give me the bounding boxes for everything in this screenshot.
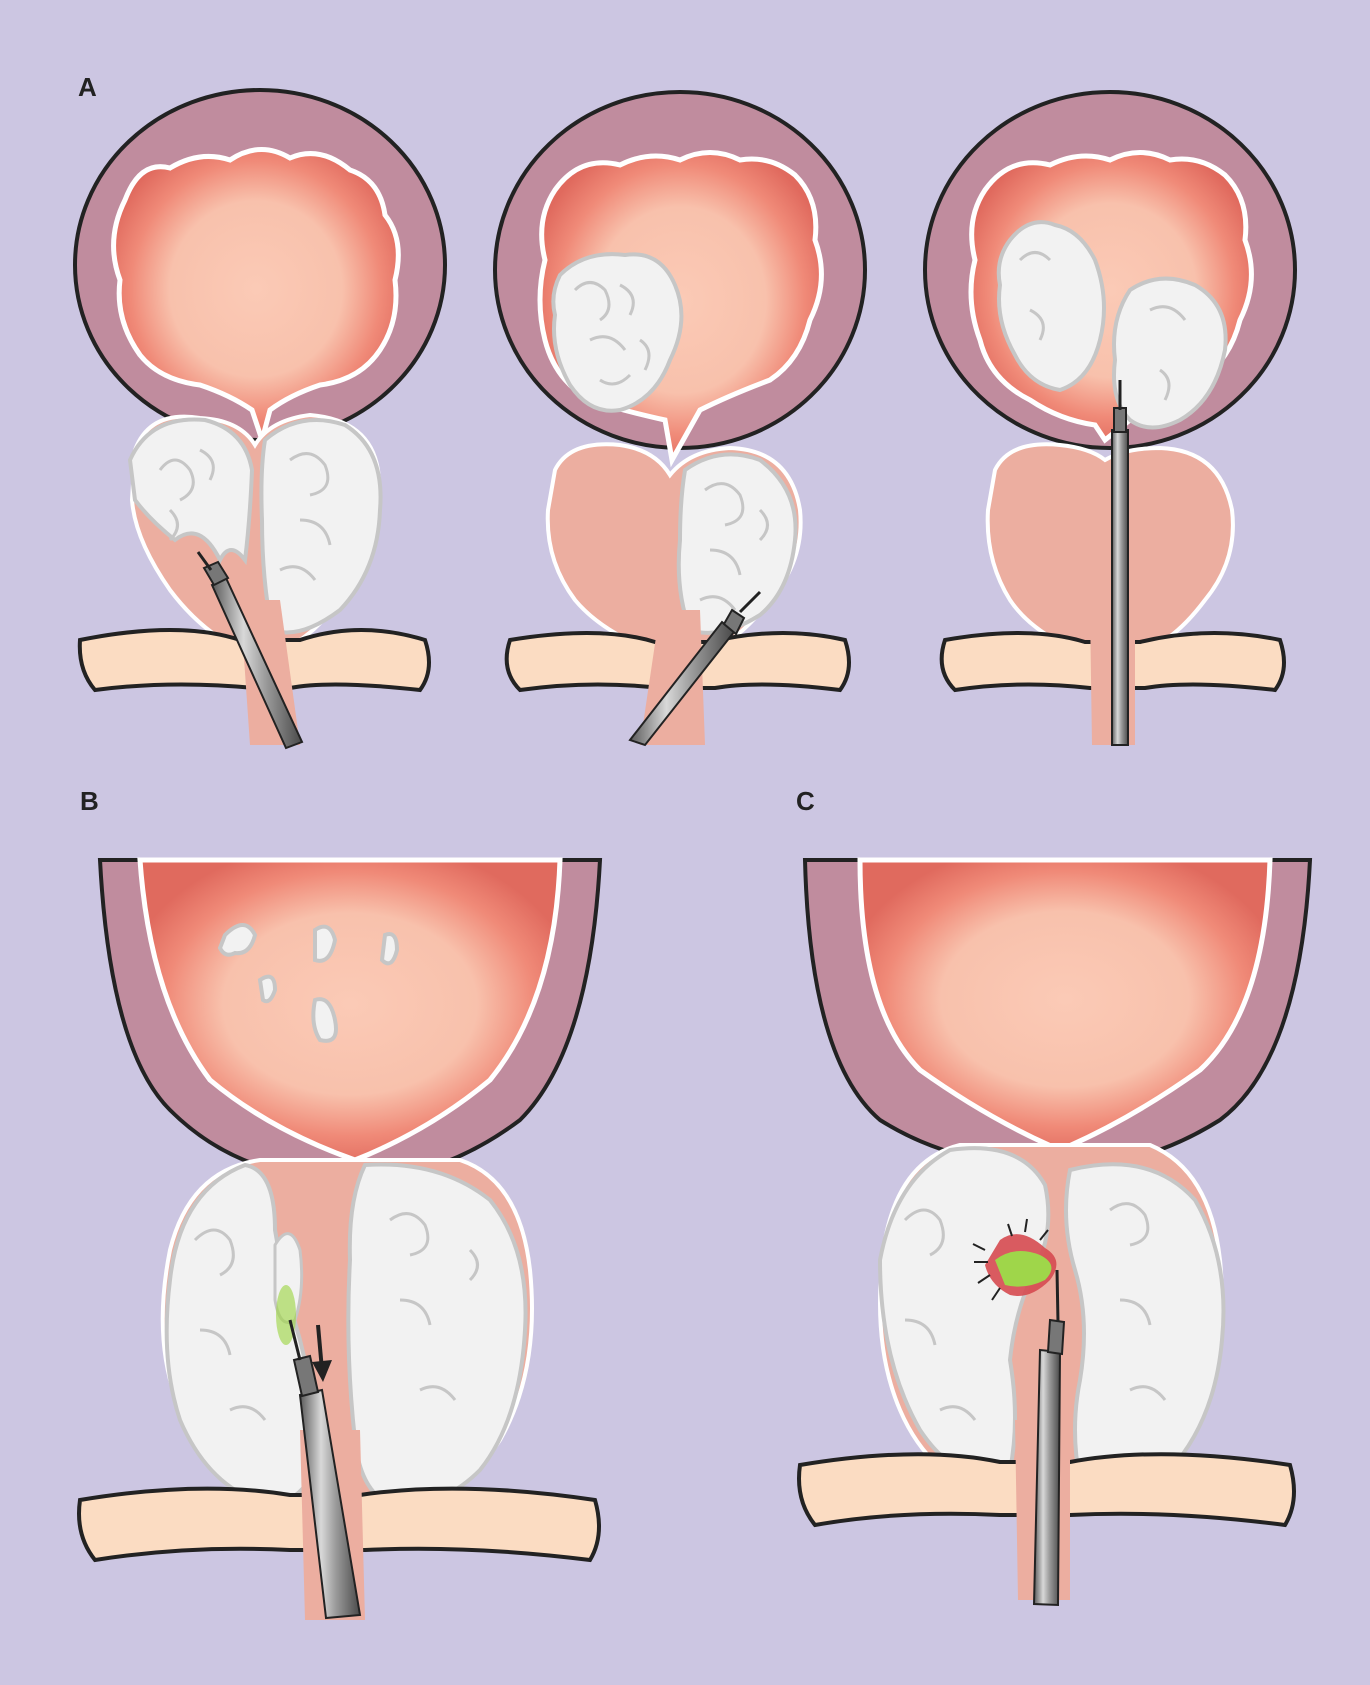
panel-a3-prostate	[985, 442, 1235, 652]
panel-c-bladder	[802, 857, 1313, 1168]
panel-b-bladder	[97, 857, 603, 1183]
panel-label-c: C	[796, 786, 815, 816]
panel-a1-resectoscope-icon	[196, 551, 304, 750]
panel-a1-prostate	[127, 412, 383, 652]
panel-c-resectoscope-icon	[1032, 1269, 1066, 1607]
panel-b-resectoscope-icon	[276, 1285, 362, 1620]
panel-a2-resectoscope-icon	[628, 590, 762, 747]
panel-label-b: B	[80, 786, 99, 816]
panel-a1-bladder	[73, 88, 447, 449]
panel-a2-prostate	[545, 442, 803, 652]
arrow-down-icon	[312, 1324, 332, 1382]
panel-label-a: A	[78, 72, 97, 102]
panel-a3-resectoscope-icon	[1111, 380, 1129, 746]
panel-a2-bladder	[493, 90, 867, 468]
panel-a3-bladder	[923, 90, 1297, 450]
